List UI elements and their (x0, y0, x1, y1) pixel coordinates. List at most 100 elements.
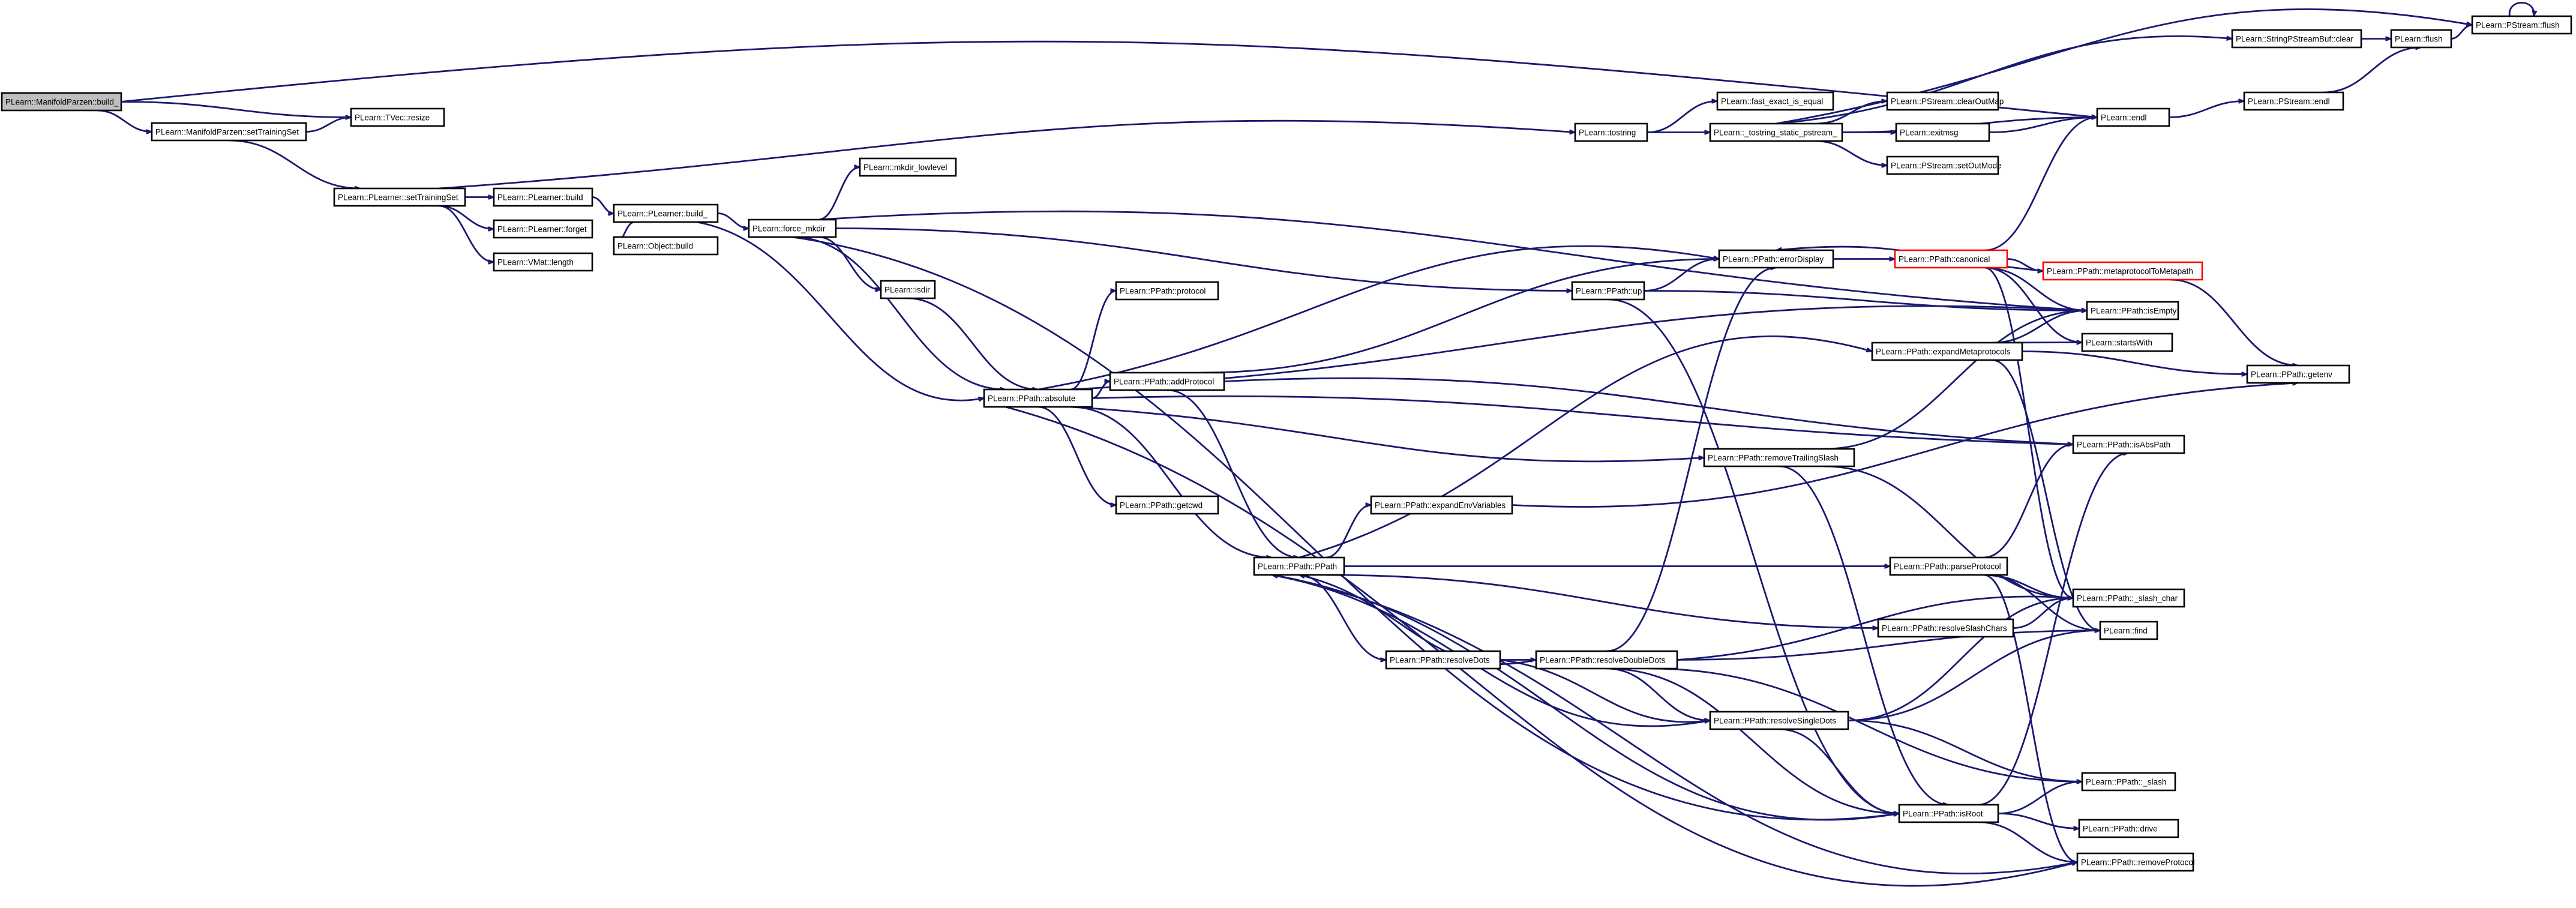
node-ppath-isempty[interactable]: PLearn::PPath::isEmpty (2086, 301, 2179, 320)
call-edge (717, 212, 749, 229)
node-ppath-isabspath[interactable]: PLearn::PPath::isAbsPath (2072, 434, 2185, 454)
function-nodes: PLearn::ManifoldParzen::build_PLearn::Ma… (1, 15, 2572, 872)
node-box (983, 388, 1093, 408)
node-manifold-settrain[interactable]: PLearn::ManifoldParzen::setTrainingSet (151, 122, 307, 142)
node-ppath-getcwd[interactable]: PLearn::PPath::getcwd (1115, 495, 1219, 515)
node-ppath-parseprotocol[interactable]: PLearn::PPath::parseProtocol (1889, 556, 2008, 576)
node-ppath-resolvesingledots[interactable]: PLearn::PPath::resolveSingleDots (1709, 711, 1849, 730)
node-endl[interactable]: PLearn::endl (2096, 107, 2170, 127)
node-exitmsg[interactable]: PLearn::exitmsg (1895, 122, 1990, 142)
call-edge (1644, 290, 2087, 311)
node-ppath-addprotocol[interactable]: PLearn::PPath::addProtocol (1109, 371, 1225, 391)
node-box (613, 203, 719, 223)
node-object-build[interactable]: PLearn::Object::build (613, 236, 719, 256)
node-ppath-metaprotocol[interactable]: PLearn::PPath::metaprotocolToMetapath (2042, 261, 2203, 281)
node-mkdir-lowlevel[interactable]: PLearn::mkdir_lowlevel (859, 157, 957, 177)
node-flush[interactable]: PLearn::flush (2390, 29, 2452, 49)
call-edge (1606, 667, 1711, 721)
call-edge (1983, 445, 2073, 559)
node-label: PLearn::PPath::metaprotocolToMetapath (2047, 267, 2193, 276)
node-find[interactable]: PLearn::find (2099, 621, 2158, 640)
node-label: PLearn::exitmsg (1900, 128, 1959, 137)
node-ppath-getenv[interactable]: PLearn::PPath::getenv (2246, 364, 2350, 384)
node-ppath-resolvedots[interactable]: PLearn::PPath::resolveDots (1385, 650, 1501, 670)
node-tostring-static[interactable]: PLearn::_tostring_static_pstream_ (1709, 122, 1843, 142)
node-fast-exact-is-equal[interactable]: PLearn::fast_exact_is_equal (1716, 91, 1834, 111)
call-edge (1978, 453, 2129, 806)
node-ppath-slash-char[interactable]: PLearn::PPath::_slash_char (2072, 588, 2185, 608)
node-pstream-setoutmode[interactable]: PLearn::PStream::setOutMode (1886, 155, 2002, 175)
node-ppath-isroot[interactable]: PLearn::PPath::isRoot (1898, 804, 1999, 823)
node-isdir[interactable]: PLearn::isdir (880, 280, 936, 299)
node-label: PLearn::PStream::endl (2248, 97, 2330, 106)
call-edge (2509, 2, 2534, 17)
node-label: PLearn::PPath::getenv (2251, 370, 2332, 379)
node-pstream-flush[interactable]: PLearn::PStream::flush (2471, 15, 2572, 35)
node-label: PLearn::PPath::removeProtocol (2081, 858, 2195, 867)
call-edge (792, 236, 1006, 389)
node-pstream-endl[interactable]: PLearn::PStream::endl (2243, 91, 2344, 111)
node-pstream-clearoutmap[interactable]: PLearn::PStream::clearOutMap (1886, 91, 2004, 111)
node-box (493, 252, 593, 272)
node-box (1894, 249, 2008, 269)
call-edge (1644, 259, 1719, 292)
node-plearner-build[interactable]: PLearn::PLearner::build (493, 187, 593, 207)
call-edge (1005, 406, 2077, 887)
call-edge (592, 196, 614, 214)
node-ppath-resolvedoubledots[interactable]: PLearn::PPath::resolveDoubleDots (1535, 650, 1678, 670)
node-force-mkdir[interactable]: PLearn::force_mkdir (748, 218, 837, 238)
node-label: PLearn::isdir (884, 286, 930, 295)
node-ppath-canonical[interactable]: PLearn::PPath::canonical (1894, 249, 2008, 269)
node-ppath-resolveslashchars[interactable]: PLearn::PPath::resolveSlashChars (1877, 618, 2014, 638)
node-label: PLearn::PPath::protocol (1120, 287, 1205, 296)
node-label: PLearn::StringPStreamBuf::clear (2236, 35, 2353, 44)
call-edge (2169, 101, 2244, 118)
node-tvec-resize[interactable]: PLearn::TVec::resize (350, 107, 445, 127)
node-label: PLearn::PPath::PPath (1258, 562, 1337, 571)
node-streambuf-clear[interactable]: PLearn::StringPStreamBuf::clear (2231, 29, 2362, 49)
node-tostring[interactable]: PLearn::tostring (1574, 122, 1648, 142)
call-edge (1037, 245, 1719, 391)
node-ppath-ppath[interactable]: PLearn::PPath::PPath (1253, 556, 1345, 576)
call-edge (1070, 406, 1272, 558)
node-label: PLearn::tostring (1579, 128, 1636, 137)
node-box (1535, 650, 1678, 670)
call-edge (818, 167, 860, 221)
call-edge (1824, 311, 2087, 450)
node-box (1718, 249, 1834, 269)
node-label: PLearn::PPath::expandMetaprotocols (1876, 347, 2011, 356)
call-edge (1091, 382, 1110, 399)
node-box (1385, 650, 1501, 670)
node-ppath-drive[interactable]: PLearn::PPath::drive (2078, 819, 2179, 838)
call-edge (1992, 359, 2100, 631)
call-edge (1326, 505, 1371, 559)
node-ppath-removetrailingslash[interactable]: PLearn::PPath::removeTrailingSlash (1703, 448, 1855, 468)
node-box (1886, 91, 1999, 111)
node-ppath-expandmetaprotocols[interactable]: PLearn::PPath::expandMetaprotocols (1871, 341, 2023, 361)
node-manifold-build[interactable]: PLearn::ManifoldParzen::build_ (1, 92, 122, 112)
node-ppath-absolute[interactable]: PLearn::PPath::absolute (983, 388, 1093, 408)
node-label: PLearn::VMat::length (497, 258, 574, 267)
node-startswith[interactable]: PLearn::startsWith (2081, 332, 2173, 352)
node-plearner-settrain[interactable]: PLearn::PLearner::setTrainingSet (333, 187, 466, 207)
node-box (2081, 332, 2173, 352)
call-edge (2323, 47, 2421, 94)
node-vmat-length[interactable]: PLearn::VMat::length (493, 252, 593, 272)
node-ppath-removeprotocol[interactable]: PLearn::PPath::removeProtocol (2076, 852, 2195, 872)
call-edge (1647, 101, 1717, 133)
call-edge (1648, 667, 2082, 782)
node-plearner-forget[interactable]: PLearn::PLearner::forget (493, 219, 593, 239)
node-label: PLearn::mkdir_lowlevel (863, 163, 947, 172)
call-edge (1070, 291, 1116, 391)
node-ppath-expandenv[interactable]: PLearn::PPath::expandEnvVariables (1370, 495, 1513, 515)
call-edge (1299, 574, 1386, 660)
call-edge (1166, 389, 1299, 558)
node-ppath-up[interactable]: PLearn::PPath::up (1571, 281, 1645, 301)
node-ppath-errordisplay[interactable]: PLearn::PPath::errorDisplay (1718, 249, 1834, 269)
node-ppath-slash[interactable]: PLearn::PPath::_slash (2081, 772, 2176, 792)
node-box (859, 157, 957, 177)
node-label: PLearn::PPath::expandEnvVariables (1375, 501, 1506, 510)
call-edge (1677, 631, 2100, 661)
node-plearner-build-[interactable]: PLearn::PLearner::build_ (613, 203, 719, 223)
node-ppath-protocol[interactable]: PLearn::PPath::protocol (1115, 281, 1219, 301)
